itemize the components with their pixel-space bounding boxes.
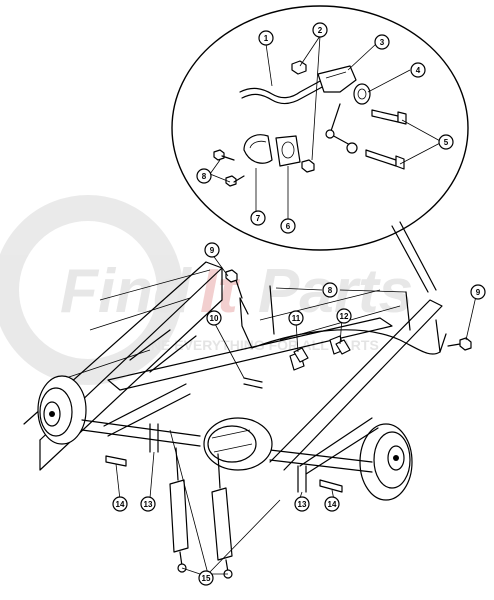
svg-text:12: 12 [340, 312, 349, 321]
rear-suspension-assembly [23, 261, 472, 579]
control-arm-left [103, 383, 191, 437]
svg-text:13: 13 [298, 500, 307, 509]
callout-12: 12 [336, 308, 352, 324]
callout-9-right: 9 [470, 284, 486, 300]
wheel-hub-right [359, 423, 413, 501]
frame-crossmember [107, 317, 393, 391]
nut-right [459, 337, 472, 351]
bar-bushing-detail [275, 135, 301, 167]
control-arm-right [299, 417, 379, 475]
callout-13-right: 13 [294, 496, 310, 512]
svg-text:13: 13 [144, 500, 153, 509]
wheel-hub-left [37, 375, 87, 445]
callout-1: 1 [258, 30, 274, 46]
svg-text:9: 9 [210, 246, 215, 255]
nut-detail-upper [291, 60, 307, 75]
sway-bar-link-right [435, 319, 447, 353]
svg-text:3: 3 [380, 38, 385, 47]
svg-text:9: 9 [476, 288, 481, 297]
callout-3: 3 [374, 34, 390, 50]
callout-11: 11 [288, 310, 304, 326]
watermark-logo-ring [0, 195, 183, 385]
svg-text:15: 15 [202, 574, 211, 583]
callout-2: 2 [312, 22, 328, 38]
u-bolt-left [149, 423, 159, 453]
svg-text:2: 2 [318, 26, 323, 35]
stabilizer-bar [251, 329, 441, 355]
callout-10: 10 [206, 310, 222, 326]
svg-text:10: 10 [210, 314, 219, 323]
callout-14-left: 14 [112, 496, 128, 512]
u-bolt-right [297, 465, 307, 493]
nut-left [225, 269, 238, 283]
callout-6: 6 [280, 218, 296, 234]
frame-rail-right [269, 299, 443, 471]
svg-text:1: 1 [264, 34, 269, 43]
bolt-detail-upper [371, 109, 399, 123]
retainer-detail [243, 134, 273, 164]
sway-bar-link-left [235, 279, 249, 315]
stabilizer-bar-detail [239, 79, 323, 99]
bracket-detail [317, 65, 357, 93]
callouts: 1 2 3 4 5 6 7 8 9 8 9 10 11 12 13 13 14 … [112, 22, 486, 586]
bolt-detail-small-lower [225, 175, 237, 187]
svg-text:11: 11 [292, 314, 301, 323]
callout-15: 15 [198, 570, 214, 586]
bolt-detail-lower [365, 149, 397, 167]
callout-14-right: 14 [324, 496, 340, 512]
shock-absorber-left [169, 447, 189, 573]
detail-connector-line [399, 221, 437, 291]
callout-8-main: 8 [322, 282, 338, 298]
bumper-bolt-left [105, 455, 127, 467]
svg-text:14: 14 [328, 500, 337, 509]
detail-view [171, 5, 469, 293]
svg-text:5: 5 [444, 138, 449, 147]
detail-ellipse [171, 5, 469, 251]
callout-5: 5 [438, 134, 454, 150]
svg-text:8: 8 [328, 286, 333, 295]
detail-connector-line [391, 225, 429, 293]
bushing-detail [353, 83, 371, 105]
frame-rail-left [23, 261, 223, 441]
callout-8-detail: 8 [196, 168, 212, 184]
nut-detail-lower [301, 159, 315, 173]
svg-text:14: 14 [116, 500, 125, 509]
callout-13-left: 13 [140, 496, 156, 512]
bracket-11 [293, 347, 309, 363]
bolt-detail-small-upper [213, 149, 225, 161]
watermark-brand-left: Find [60, 257, 192, 326]
bumper-bolt-right [319, 479, 343, 493]
bracket-12 [335, 339, 351, 355]
callout-9-left: 9 [204, 242, 220, 258]
svg-text:6: 6 [286, 222, 291, 231]
axle-tube [81, 419, 201, 447]
callout-4: 4 [410, 62, 426, 78]
svg-text:7: 7 [256, 214, 261, 223]
svg-text:8: 8 [202, 172, 207, 181]
link-detail [329, 103, 353, 147]
track-bar [243, 377, 263, 389]
svg-text:4: 4 [416, 66, 421, 75]
differential-housing [203, 417, 273, 471]
callout-7: 7 [250, 210, 266, 226]
